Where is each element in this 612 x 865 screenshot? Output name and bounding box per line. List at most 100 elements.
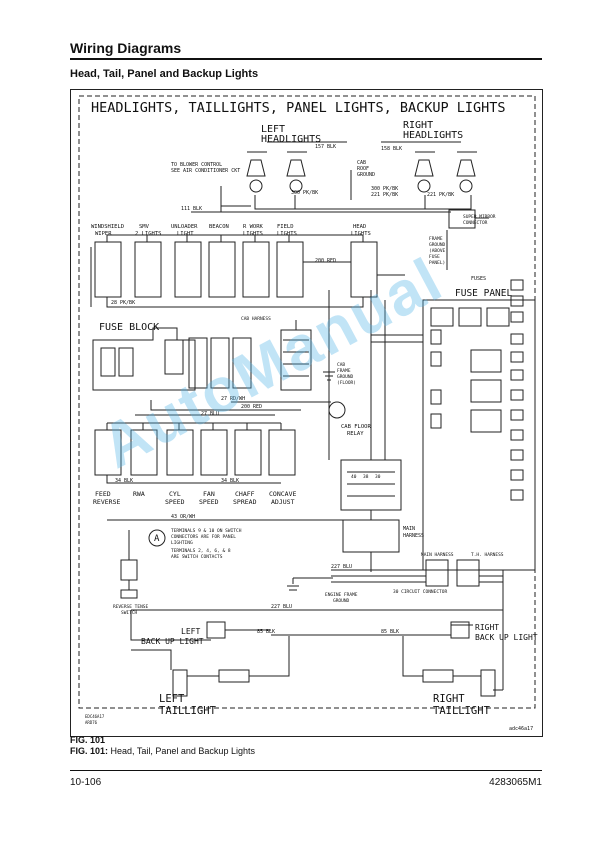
bottom-switch-5b: SPREAD — [233, 498, 257, 506]
note-line-4: TERMINALS 2, 4, 6, & 8 — [171, 548, 231, 554]
switch-label-1a: WINDSHIELD — [91, 224, 124, 230]
wire-300b: 300 PK/BK — [371, 186, 398, 192]
document-number: 4283065M1 — [489, 777, 542, 788]
figure-label: FIG. 101 — [70, 735, 106, 745]
note-badge-letter: A — [154, 534, 160, 544]
page-number: 10-106 — [70, 777, 102, 788]
bottom-switch-3a: CYL — [169, 490, 181, 498]
cab-roof-ground-1: CAB — [357, 160, 366, 166]
ref-code-1: EDC46A17 — [85, 714, 105, 719]
bottom-switch-1a: FEED — [95, 490, 111, 498]
switch-label-6b: LIGHTS — [277, 231, 297, 237]
frame-ground-1: FRAME — [429, 236, 443, 242]
switch-label-7a: HEAD — [353, 224, 366, 230]
note-badge — [148, 529, 166, 547]
switch-label-5b: LIGHTS — [243, 231, 263, 237]
figure-caption-prefix: FIG. 101: — [70, 746, 109, 756]
top-switch-row — [94, 241, 378, 298]
left-backup-1: LEFT — [181, 627, 200, 636]
wire-200-red-2: 200 RED — [241, 404, 262, 410]
bottom-switch-row — [94, 429, 296, 476]
right-headlights-label-1: RIGHT — [403, 120, 433, 131]
main-harness-connector — [342, 519, 400, 553]
wire-227: 227 BLU — [331, 564, 352, 570]
wiring-diagram: HEADLIGHTS, TAILLIGHTS, PANEL LIGHTS, BA… — [70, 89, 543, 737]
footer-rule — [70, 770, 542, 771]
bottom-switch-6a: CONCAVE — [269, 490, 296, 498]
diagram-title: HEADLIGHTS, TAILLIGHTS, PANEL LIGHTS, BA… — [91, 100, 506, 116]
right-backup-1: RIGHT — [475, 623, 499, 632]
wire-157: 157 BLK — [315, 144, 336, 150]
left-taillight-2: TAILLIGHT — [159, 705, 217, 717]
left-headlights — [246, 151, 307, 193]
conn-label-30: 30 — [375, 474, 381, 480]
cab-roof-ground-3: GROUND — [357, 172, 375, 178]
left-backup-light — [206, 621, 226, 639]
page-subtitle: Head, Tail, Panel and Backup Lights — [70, 68, 259, 80]
wire-85b: 85 BLK — [381, 629, 399, 635]
wire-200-red: 200 RED — [315, 258, 336, 264]
wire-34a: 34 BLK — [115, 478, 133, 484]
cab-floor-relay-2: RELAY — [347, 431, 364, 437]
wire-221a: 221 PK/BK — [371, 192, 398, 198]
section-title: Wiring Diagrams — [70, 40, 182, 56]
figure-caption: FIG. 101: Head, Tail, Panel and Backup L… — [70, 746, 255, 756]
right-backup-2: BACK UP LIGHT — [475, 633, 538, 642]
bottom-switch-5a: CHAFF — [235, 490, 255, 498]
wire-28: 28 PK/BK — [111, 300, 135, 306]
frame-ground-3: (ABOVE — [429, 248, 446, 254]
th-harness-label: T.H. HARNESS — [471, 552, 504, 558]
conn-label-38: 38 — [363, 474, 369, 480]
wire-85: 85 BLK — [257, 629, 275, 635]
reverse-tense-2: SWITCH — [121, 610, 138, 616]
cab-harness-label: CAB HARNESS — [241, 316, 271, 322]
cab-floor-relay-1: CAB FLOOR — [341, 424, 371, 430]
right-headlights-label-2: HEADLIGHTS — [403, 130, 463, 141]
frame-ground-5: PANEL) — [429, 260, 445, 266]
super-mirror-2: CONNECTOR — [463, 220, 488, 226]
main-harness-1: MAIN — [403, 526, 415, 532]
super-mirror-connector — [448, 209, 476, 229]
super-mirror-1: SUPER MIRROR — [463, 214, 496, 220]
figure-caption-text: Head, Tail, Panel and Backup Lights — [110, 746, 255, 756]
wire-300a: 300 PK/BK — [291, 190, 318, 196]
main-harness-2: HARNESS — [403, 533, 424, 539]
wire-227b: 227 BLU — [271, 604, 292, 610]
fuse-block-label: FUSE BLOCK — [99, 322, 159, 333]
left-backup-2: BACK UP LIGHT — [141, 637, 204, 646]
main-connector-block — [340, 459, 402, 511]
switch-label-5a: R WORK — [243, 224, 264, 230]
wire-111: 111 BLK — [181, 206, 202, 212]
fuse-panel-label: FUSE PANEL — [455, 288, 512, 299]
switch-label-3b: LIGHT — [177, 231, 194, 237]
blower-note-1: TO BLOWER CONTROL — [171, 162, 222, 168]
switch-label-2a: SMV — [139, 224, 150, 230]
frame-ground-4: FUSE — [429, 254, 440, 260]
th-harness-connector — [425, 559, 449, 587]
cab-frame-ground-4: (FLOOR) — [337, 380, 356, 386]
bottom-switch-6b: ADJUST — [271, 498, 295, 506]
left-headlights-label-1: LEFT — [261, 124, 285, 135]
cab-roof-ground-2: ROOF — [357, 166, 369, 172]
circuit-connector-label: 30 CIRCUIT CONNECTOR — [393, 589, 447, 595]
right-taillight-2: TAILLIGHT — [433, 705, 491, 717]
right-headlights — [414, 151, 477, 193]
fuses-label: FUSES — [471, 276, 486, 282]
right-backup-light — [450, 621, 470, 639]
left-taillight — [172, 636, 290, 697]
wire-34b: 34 BLK — [221, 478, 239, 484]
ref-code-2: ARD76 — [85, 720, 98, 725]
wire-27-blu: 27 BLU — [201, 411, 219, 417]
switch-label-6a: FIELD — [277, 224, 294, 230]
bottom-switch-1b: REVERSE — [93, 498, 120, 506]
left-headlights-label-2: HEADLIGHTS — [261, 134, 321, 145]
note-line-2: CONNECTORS ARE FOR PANEL — [171, 534, 236, 540]
title-rule — [70, 58, 542, 60]
switch-label-2b: 2 LIGHTS — [135, 231, 162, 237]
bottom-switch-3b: SPEED — [165, 498, 185, 506]
bottom-switch-4b: SPEED — [199, 498, 219, 506]
reverse-tense-1: REVERSE TENSE — [113, 604, 149, 610]
switch-label-1b: WIPER — [95, 231, 112, 237]
note-line-5: ARE SWITCH CONTACTS — [171, 554, 223, 560]
cab-frame-ground-2: FRAME — [337, 368, 351, 374]
